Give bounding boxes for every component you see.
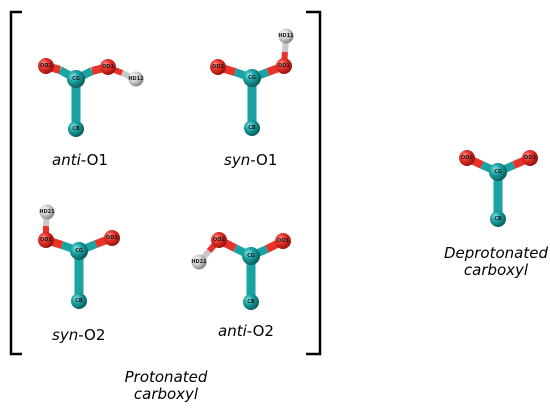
label-od2: OD2 [461,155,473,161]
label-od1: OD1 [278,63,290,69]
atom-od1 [100,59,116,75]
label-od2: OD2 [213,237,225,243]
caption-protonated-line1: Protonated [124,368,208,386]
label-od1: OD1 [106,235,118,241]
label-cb: CB [247,299,255,305]
label-od1: OD1 [277,238,289,244]
atom-cb [71,293,87,309]
label-cb: CB [494,216,502,222]
atom-od2 [38,58,54,74]
label-cg: CG [247,253,255,259]
atom-od2 [459,150,475,166]
molecule-anti-o1: OD2 OD1 CG CB HD12 [38,58,144,137]
atom-cg [489,163,507,181]
atom-od2 [38,232,54,248]
label-hd12: HD12 [128,76,144,82]
label-od2: OD2 [40,63,52,69]
molecule-syn-o2: OD2 OD1 CG CB HD21 [38,204,120,309]
label-cb: CB [248,125,256,131]
atom-hd21 [39,204,55,220]
label-cg: CG [72,76,80,82]
atom-cg [67,70,85,88]
molecule-syn-o1: OD2 OD1 CG CB HD11 [210,28,294,136]
caption-anti-o2: anti-O2 [218,322,274,340]
caption-syn-o2: syn-O2 [52,326,105,344]
label-cg: CG [75,248,83,254]
atom-cb [68,121,84,137]
caption-deprotonated: Deprotonated carboxyl [440,245,550,279]
atom-cg [70,242,88,260]
label-cg: CG [248,75,256,81]
caption-anti-o1-italic: anti [52,151,81,169]
label-hd11: HD11 [278,33,294,39]
label-cb: CB [75,298,83,304]
label-od2: OD2 [212,64,224,70]
caption-protonated-group: Protonated carboxyl [110,369,222,403]
label-od1: OD1 [524,155,536,161]
label-od1: OD1 [102,64,114,70]
caption-syn-o1-rest: -O1 [250,151,278,169]
caption-syn-o1: syn-O1 [224,151,277,169]
caption-syn-o1-italic: syn [224,151,251,169]
caption-anti-o1: anti-O1 [52,151,108,169]
caption-protonated-line2: carboxyl [133,385,199,403]
atom-hd11 [278,28,294,44]
atom-hd12 [128,71,144,87]
atom-od2 [210,59,226,75]
caption-anti-o2-italic: anti [218,322,247,340]
atom-od1 [276,58,292,74]
caption-anti-o1-rest: -O1 [80,151,108,169]
label-hd22: HD22 [191,259,207,265]
caption-deprotonated-line2: carboxyl [463,261,529,279]
left-bracket [9,10,22,356]
caption-syn-o2-italic: syn [52,326,79,344]
label-hd21: HD21 [39,209,55,215]
atom-cg [243,69,261,87]
caption-syn-o2-rest: -O2 [78,326,106,344]
atom-od1 [104,230,120,246]
atom-cg [242,247,260,265]
atom-cb [244,120,260,136]
label-cg: CG [494,169,502,175]
caption-deprotonated-line1: Deprotonated [443,244,549,262]
label-od2: OD2 [40,237,52,243]
atom-cb [243,294,259,310]
atom-cb [490,211,506,227]
atom-od1 [275,233,291,249]
molecule-anti-o2: OD2 OD1 CG CB HD22 [191,232,291,310]
atom-hd22 [191,254,207,270]
caption-anti-o2-rest: -O2 [246,322,274,340]
right-bracket [306,10,322,356]
atom-od1 [522,150,538,166]
atom-od2 [211,232,227,248]
label-cb: CB [72,126,80,132]
molecule-deprotonated: OD2 OD1 CG CB [459,150,538,227]
